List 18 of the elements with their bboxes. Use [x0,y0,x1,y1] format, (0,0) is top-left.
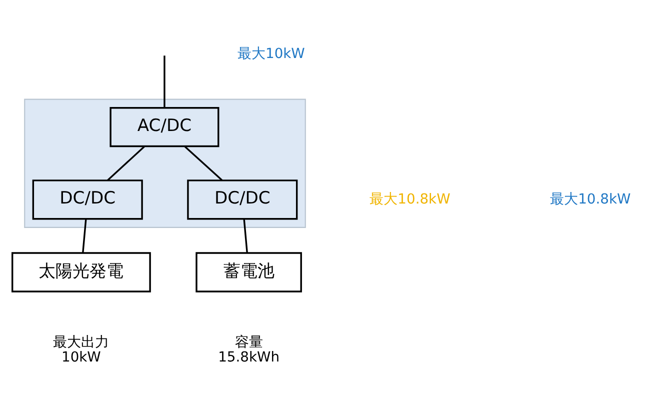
connector [107,146,145,180]
node-box: 蓄電池 [196,252,302,292]
node-label: 最大出力 [53,334,110,350]
node-box: DC/DC [32,179,143,220]
label: 最大10.8kW [550,190,631,207]
connector [164,55,166,108]
connector [243,218,248,252]
label: 最大10.8kW [370,190,450,207]
connector [82,218,87,252]
connector [184,146,223,180]
cluster [24,98,306,228]
node-label: 15.8kWh [218,348,280,365]
label: 最大10kW [238,46,305,62]
node-box: 太陽光発電 [12,252,151,292]
node-label: 10kW [62,348,101,365]
node-box: DC/DC [187,179,298,220]
node-box: AC/DC [110,106,220,147]
node-label: 容量 [234,334,263,350]
